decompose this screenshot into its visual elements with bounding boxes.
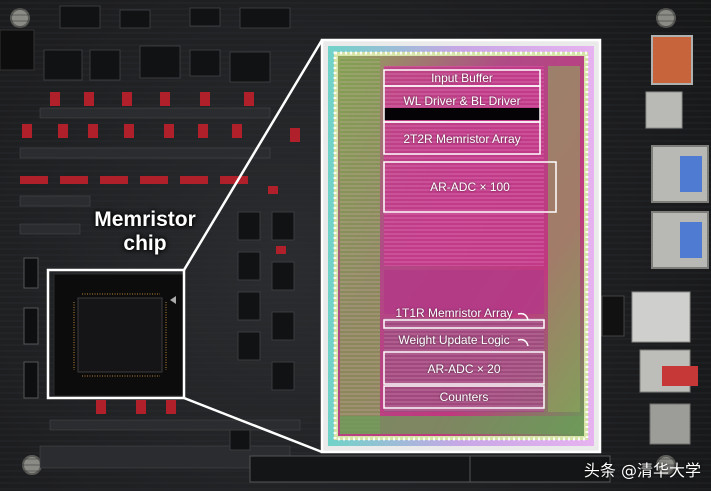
chip-label-line-2: chip: [123, 232, 167, 255]
label-adc-100: AR-ADC × 100: [430, 180, 510, 194]
label-wl-bl-driver: WL Driver & BL Driver: [403, 94, 521, 108]
die-micrograph: [320, 38, 602, 454]
label-weight-update: Weight Update Logic: [398, 333, 510, 347]
label-adc-20: AR-ADC × 20: [427, 362, 501, 376]
chip-label-line-1: Memristor: [94, 208, 196, 231]
block-outlines: [383, 69, 557, 409]
watermark: 头条 @清华大学: [583, 461, 701, 480]
memristor-chip-label: Memristor chip: [60, 208, 230, 256]
label-1t1r-array: 1T1R Memristor Array: [395, 306, 513, 320]
label-input-buffer: Input Buffer: [431, 71, 493, 85]
memristor-chip-package: [53, 273, 185, 397]
label-counters: Counters: [439, 390, 489, 404]
label-2t2r-array: 2T2R Memristor Array: [403, 132, 521, 146]
